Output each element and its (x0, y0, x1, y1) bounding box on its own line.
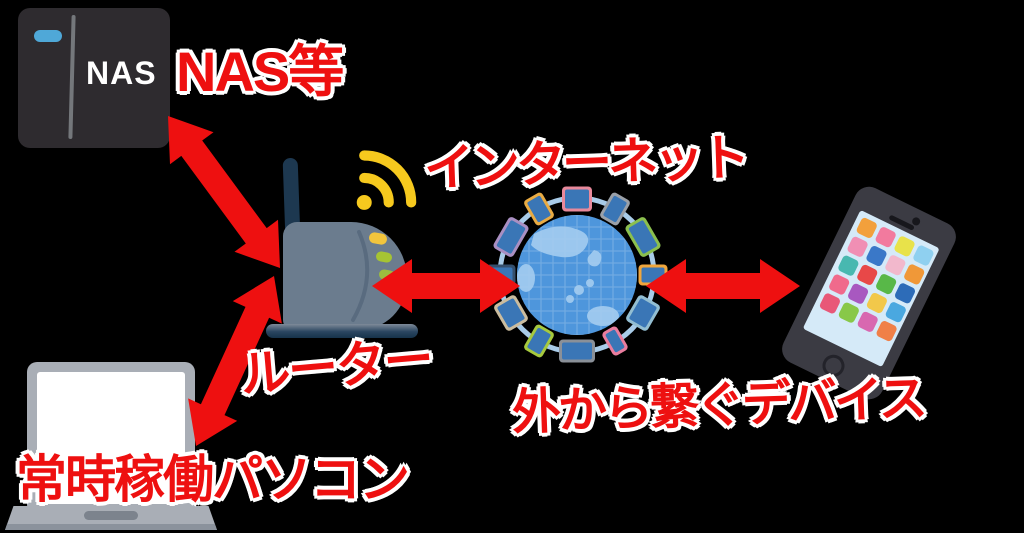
nas-device: NAS (18, 8, 170, 148)
arrow-router-internet (372, 259, 520, 313)
globe-landmasses (517, 226, 619, 326)
internet-globe (497, 195, 657, 355)
wifi-icon (356, 150, 417, 210)
arrow-internet-phone (646, 259, 800, 313)
router-seam-line (351, 230, 370, 322)
laptop-screen-frame (27, 362, 195, 508)
always-on-pc-label: 常時稼働パソコン (16, 451, 410, 508)
router-device (283, 222, 407, 330)
globe-device-screen (565, 189, 589, 209)
laptop-touchpad (84, 511, 138, 520)
laptop-screen (37, 372, 185, 504)
internet-label: インターネット (423, 129, 747, 197)
router-base (266, 324, 418, 338)
arrow-nas-router (168, 116, 280, 268)
arrow-router-laptop (188, 276, 282, 446)
laptop-keyboard-base (5, 506, 217, 530)
laptop-base-edge (5, 524, 217, 530)
nas-device-label: NAS (86, 55, 157, 91)
nas-label: NAS等 (176, 40, 344, 103)
globe-device-desktop-icon (562, 186, 592, 212)
nas-led-light (34, 30, 62, 42)
